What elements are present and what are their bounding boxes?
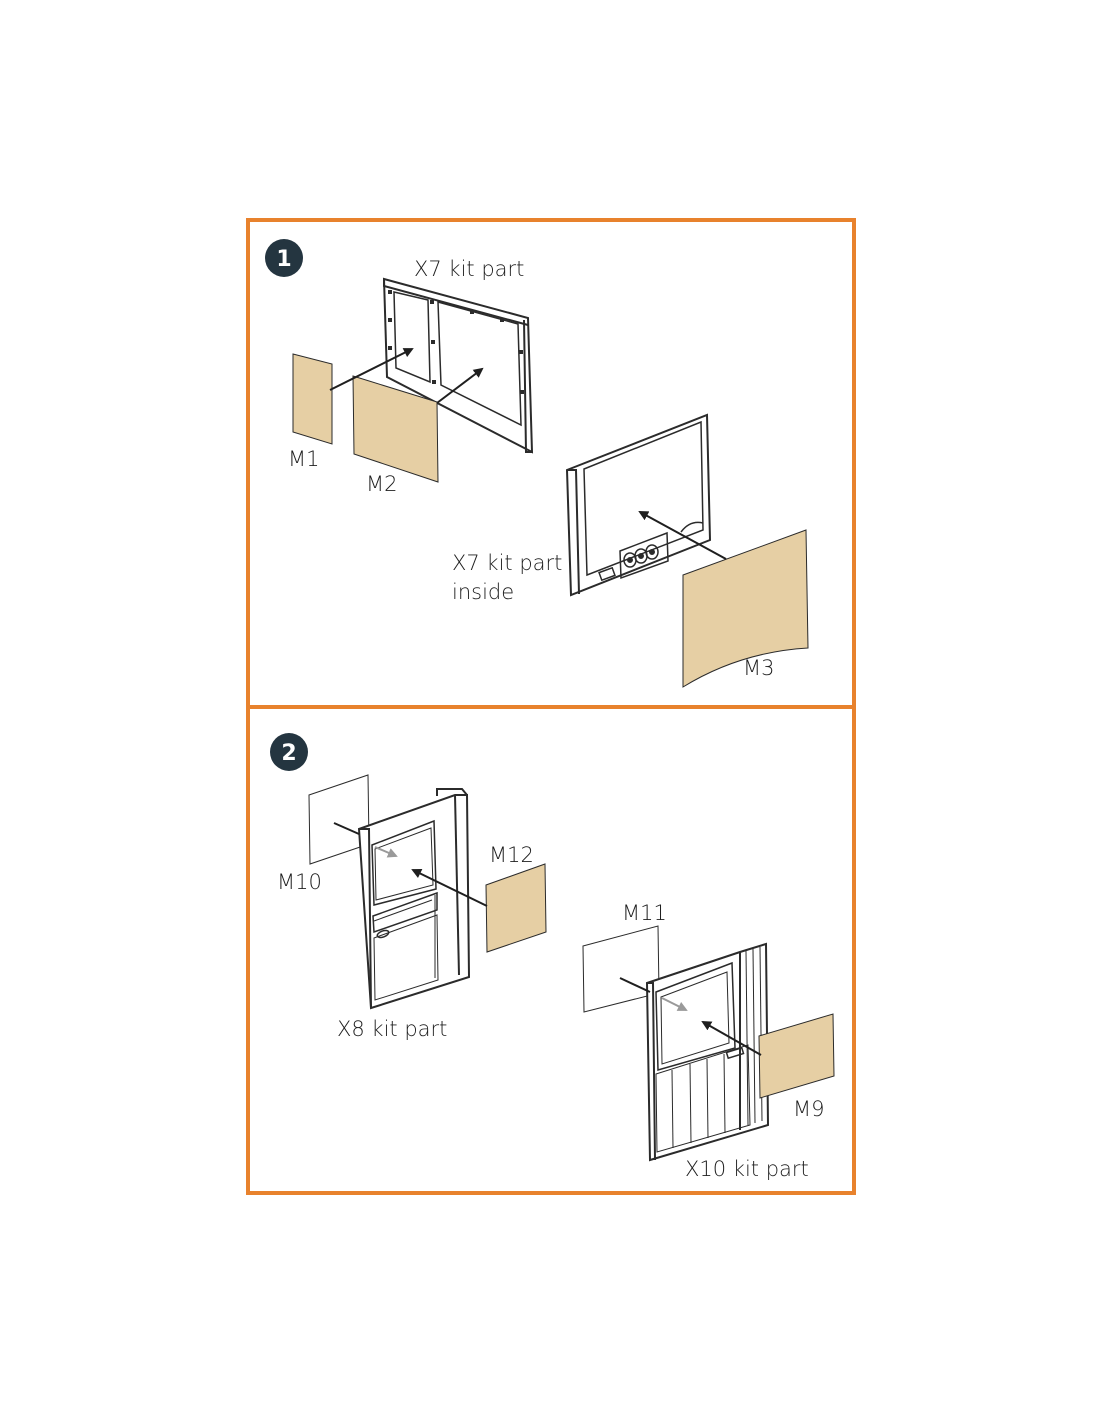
step1-badge: 1 [265, 239, 303, 277]
m2-label: M2 [366, 472, 397, 496]
arrow-m11-inner [661, 997, 688, 1011]
m10-label: M10 [277, 870, 322, 894]
x10-kit-part-door [645, 942, 770, 1162]
m12-mask [485, 863, 547, 953]
arrow-m2-to-x7 [436, 367, 484, 404]
m9-mask [758, 1013, 835, 1099]
m12-label: M12 [489, 843, 534, 867]
x7-kit-part-label: X7 kit part [414, 257, 524, 281]
arrow-m11-to-x10 [619, 977, 651, 993]
x7-inside-label-line2: inside [452, 580, 514, 604]
arrow-m9-to-x10 [701, 1021, 762, 1056]
m3-mask [682, 529, 809, 688]
x7-kit-part-frame [382, 277, 534, 454]
svg-text:1: 1 [276, 247, 291, 272]
m3-label: M3 [743, 656, 774, 680]
svg-text:2: 2 [281, 741, 296, 766]
m11-label: M11 [622, 901, 667, 925]
x7-kit-part-inside [565, 413, 712, 597]
x8-kit-part-label: X8 kit part [337, 1017, 447, 1041]
m1-mask [292, 353, 333, 445]
m9-label: M9 [793, 1097, 824, 1121]
step2-panel-frame [246, 705, 856, 1195]
arrow-m12-to-x8 [411, 869, 488, 907]
arrow-m1-to-x7 [329, 348, 414, 391]
arrow-m10-to-x8 [333, 822, 360, 835]
m1-label: M1 [288, 447, 319, 471]
x10-kit-part-label: X10 kit part [685, 1157, 809, 1181]
x8-kit-part-door [357, 788, 471, 1010]
arrow-m10-inner [374, 846, 398, 858]
arrow-m3-to-x7-inside [638, 511, 727, 560]
step2-badge: 2 [270, 733, 308, 771]
x7-inside-label-line1: X7 kit part [452, 551, 562, 575]
m2-mask [352, 375, 439, 483]
